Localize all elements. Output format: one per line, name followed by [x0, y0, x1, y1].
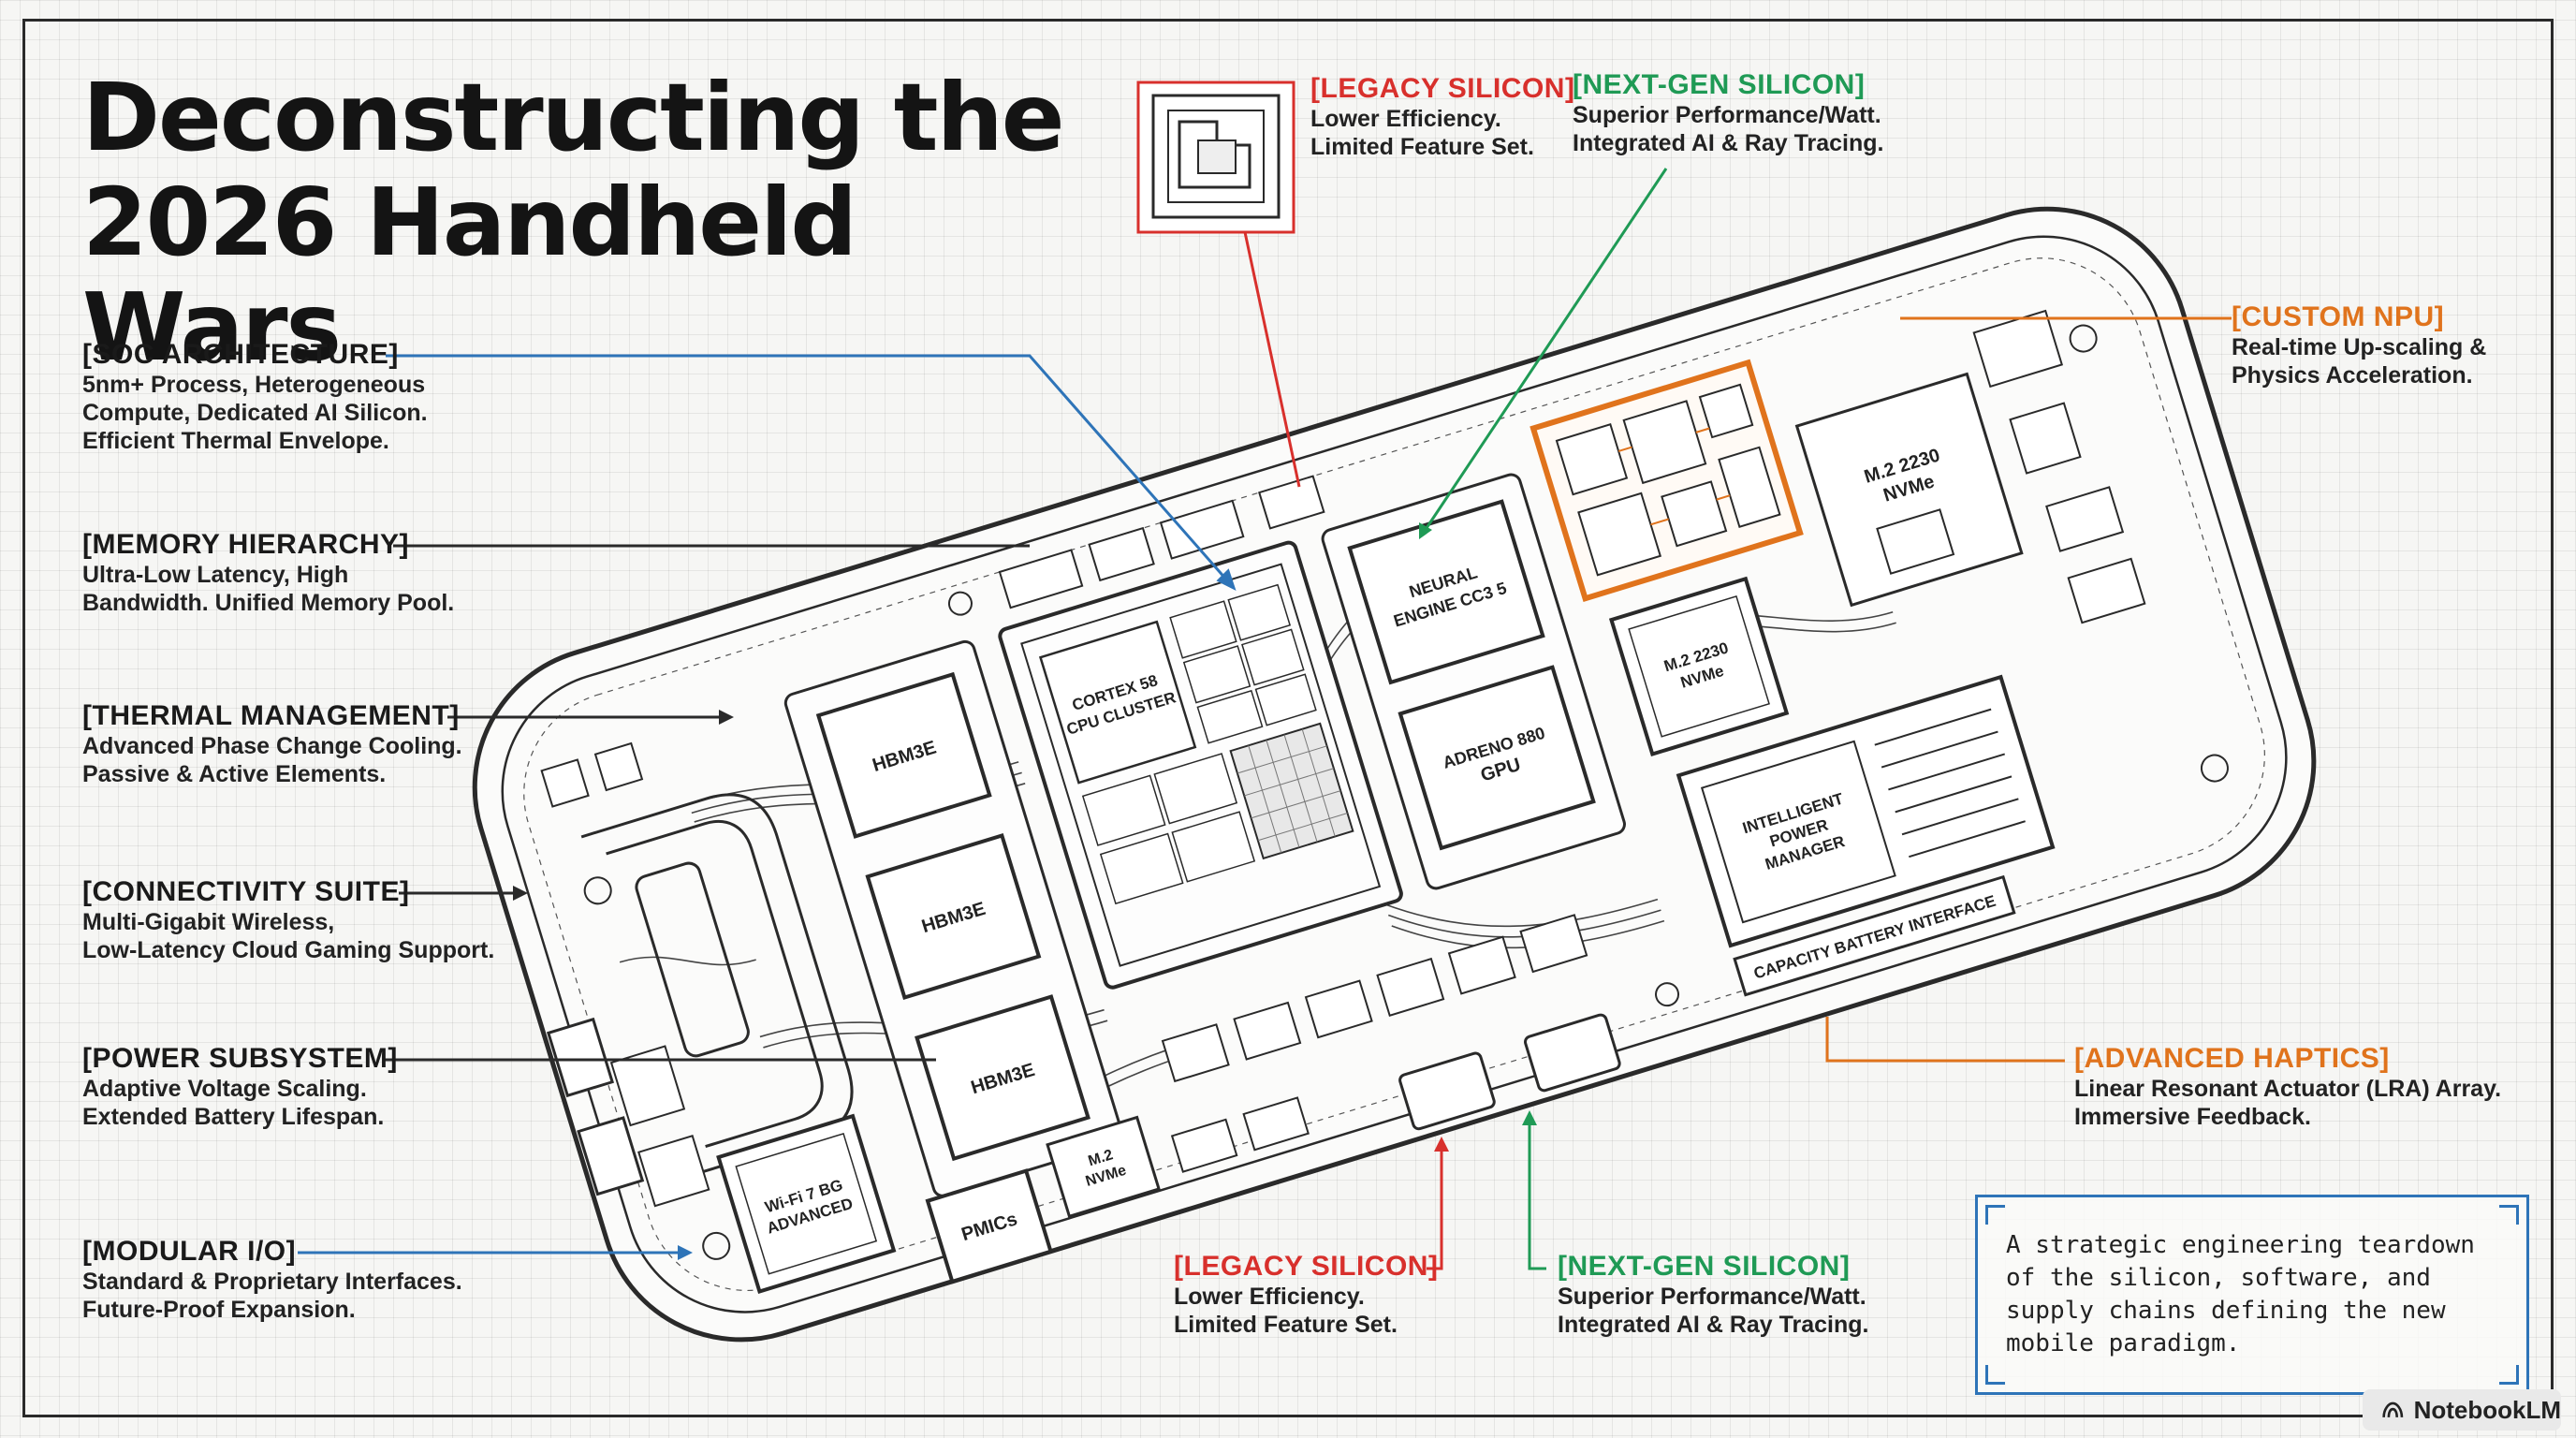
label-thermal-management: [THERMAL MANAGEMENT] Advanced Phase Chan… — [82, 700, 462, 788]
summary-text: A strategic engineering teardown of the … — [2006, 1229, 2508, 1360]
label-line: Limited Feature Set. — [1310, 134, 1534, 160]
label-line: Advanced Phase Change Cooling. — [82, 733, 462, 759]
label-line: Immersive Feedback. — [2074, 1104, 2311, 1130]
label-heading: [THERMAL MANAGEMENT] — [82, 700, 460, 731]
corner-mark — [2499, 1205, 2519, 1225]
label-line: Integrated AI & Ray Tracing. — [1573, 130, 1884, 156]
hbm-chip-3 — [915, 994, 1090, 1162]
hbm-chip-1 — [815, 671, 992, 839]
badge-label: NotebookLM — [2413, 1395, 2561, 1424]
label-line: Lower Efficiency. — [1174, 1284, 1365, 1310]
label-line: Multi-Gigabit Wireless, — [82, 909, 335, 935]
leader-legacy-bottom — [1427, 1142, 1443, 1270]
label-heading: [ADVANCED HAPTICS] — [2074, 1043, 2390, 1074]
side-port-1 — [546, 1017, 615, 1098]
nvme-chip-b — [1794, 372, 2024, 608]
summary-box: A strategic engineering teardown of the … — [1975, 1195, 2529, 1395]
label-heading: [SOC ARCHITECTURE] — [82, 339, 399, 370]
summary-line: A strategic engineering teardown — [2006, 1231, 2475, 1259]
usb-port-2 — [1524, 1013, 1621, 1093]
label-advanced-haptics: [ADVANCED HAPTICS] Linear Resonant Actua… — [2074, 1043, 2501, 1131]
page-frame — [22, 19, 2554, 1417]
nvme-chip-a — [1608, 576, 1790, 757]
leader-haptics — [1825, 1017, 2065, 1063]
label-heading: [NEXT-GEN SILICON] — [1573, 69, 1866, 100]
cpu-cluster — [1038, 620, 1197, 785]
label-heading: [CONNECTIVITY SUITE] — [82, 876, 410, 907]
label-heading: [CUSTOM NPU] — [2232, 301, 2445, 332]
usb-port-1 — [1398, 1051, 1496, 1131]
label-line: Lower Efficiency. — [1310, 106, 1501, 132]
label-line: Limited Feature Set. — [1174, 1312, 1398, 1338]
label-line: Superior Performance/Watt. — [1558, 1284, 1866, 1310]
leader-soc — [386, 354, 1236, 589]
label-line: Efficient Thermal Envelope. — [82, 428, 389, 454]
label-line: Bandwidth. Unified Memory Pool. — [82, 590, 455, 616]
label-heading: [LEGACY SILICON] — [1310, 73, 1575, 104]
label-heading: [LEGACY SILICON] — [1174, 1251, 1439, 1282]
leader-legacy-top — [1243, 231, 1301, 488]
leader-nextgen-top — [1421, 168, 1668, 535]
summary-line: of the silicon, software, and — [2006, 1264, 2431, 1292]
battery-interface — [1733, 874, 2016, 997]
notebooklm-logo-icon — [2382, 1401, 2404, 1417]
label-memory-hierarchy: [MEMORY HIERARCHY] Ultra-Low Latency, Hi… — [82, 529, 454, 617]
label-line: Compute, Dedicated AI Silicon. — [82, 400, 428, 426]
label-legacy-silicon-bottom: [LEGACY SILICON] Lower Efficiency. Limit… — [1174, 1251, 1438, 1339]
label-modular-io: [MODULAR I/O] Standard & Proprietary Int… — [82, 1236, 462, 1324]
label-line: Passive & Active Elements. — [82, 761, 387, 787]
label-legacy-silicon-top: [LEGACY SILICON] Lower Efficiency. Limit… — [1310, 73, 1574, 161]
gpu-grid — [1229, 722, 1354, 860]
side-port-2 — [577, 1116, 645, 1196]
label-heading: [POWER SUBSYSTEM] — [82, 1043, 398, 1074]
label-heading: [MEMORY HIERARCHY] — [82, 529, 410, 560]
summary-line: supply chains defining the new — [2006, 1297, 2446, 1325]
label-line: Ultra-Low Latency, High — [82, 562, 349, 588]
label-line: Adaptive Voltage Scaling. — [82, 1076, 367, 1102]
corner-mark — [2499, 1365, 2519, 1385]
wifi-module — [716, 1113, 897, 1294]
label-line: Low-Latency Cloud Gaming Support. — [82, 937, 495, 963]
label-nextgen-silicon-top: [NEXT-GEN SILICON] Superior Performance/… — [1573, 69, 1883, 157]
label-nextgen-silicon-bottom: [NEXT-GEN SILICON] Superior Performance/… — [1558, 1251, 1868, 1339]
neural-engine-chip — [1347, 499, 1545, 685]
label-heading: [NEXT-GEN SILICON] — [1558, 1251, 1851, 1282]
summary-line: mobile paradigm. — [2006, 1329, 2241, 1357]
label-custom-npu: [CUSTOM NPU] Real-time Up-scaling & Phys… — [2232, 301, 2486, 389]
label-line: Standard & Proprietary Interfaces. — [82, 1269, 462, 1295]
label-line: 5nm+ Process, Heterogeneous — [82, 372, 426, 398]
label-line: Linear Resonant Actuator (LRA) Array. — [2074, 1076, 2502, 1102]
label-connectivity-suite: [CONNECTIVITY SUITE] Multi-Gigabit Wirel… — [82, 876, 494, 964]
label-line: Superior Performance/Watt. — [1573, 102, 1881, 128]
label-line: Real-time Up-scaling & — [2232, 334, 2487, 360]
label-power-subsystem: [POWER SUBSYSTEM] Adaptive Voltage Scali… — [82, 1043, 398, 1131]
corner-mark — [1985, 1205, 2005, 1225]
pmic-chip — [925, 1168, 1054, 1284]
label-soc-architecture: [SOC ARCHITECTURE] 5nm+ Process, Heterog… — [82, 339, 428, 455]
hbm-chip-2 — [865, 832, 1042, 1000]
label-line: Physics Acceleration. — [2232, 362, 2473, 389]
page-title: Deconstructing the 2026 Handheld Wars — [82, 63, 1065, 382]
leader-nextgen-bottom — [1528, 1116, 1546, 1270]
label-line: Future-Proof Expansion. — [82, 1297, 356, 1323]
adreno-gpu-chip — [1398, 665, 1596, 851]
label-line: Integrated AI & Ray Tracing. — [1558, 1312, 1869, 1338]
corner-mark — [1985, 1365, 2005, 1385]
notebooklm-badge[interactable]: NotebookLM — [2363, 1389, 2561, 1431]
label-heading: [MODULAR I/O] — [82, 1236, 297, 1267]
label-line: Extended Battery Lifespan. — [82, 1104, 385, 1130]
nvme-small-chip — [1046, 1115, 1161, 1219]
